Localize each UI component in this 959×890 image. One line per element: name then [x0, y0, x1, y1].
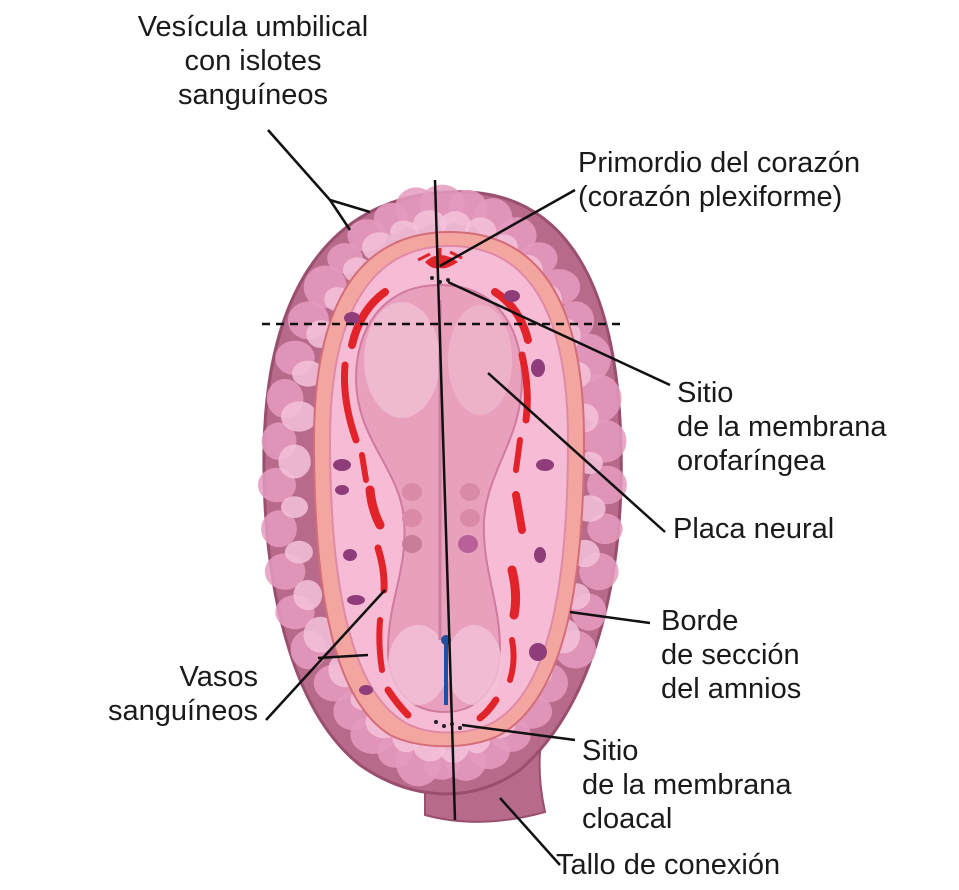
label-cloacal-line-1: Sitio [582, 735, 639, 767]
label-yolk-sac-line-1: Vesícula umbilical [137, 11, 369, 43]
blood-island [281, 496, 308, 518]
label-heart: Primordio del corazón (corazón plexiform… [578, 146, 860, 214]
label-blood-vessels-line-2: sanguíneos [108, 695, 258, 727]
label-yolk-sac-line-2: con islotes [184, 45, 322, 77]
label-oropharyngeal: Sitio de la membrana orofaríngea [677, 376, 887, 478]
label-oropharyngeal-line-3: orofaríngea [677, 445, 826, 477]
blood-island [439, 211, 471, 237]
cranial-highlight [364, 302, 440, 418]
label-amnion-border-line-2: de sección [661, 639, 800, 671]
label-neural-plate-line-1: Placa neural [673, 513, 835, 545]
label-cloacal-line-2: de la membrana [582, 769, 792, 801]
label-heart-line-1: Primordio del corazón [578, 147, 861, 179]
blood-island [293, 580, 323, 611]
leader-oropharyngeal [447, 280, 671, 387]
label-oropharyngeal-line-1: Sitio [677, 377, 734, 409]
blood-island [292, 360, 324, 387]
label-oropharyngeal-line-2: de la membrana [677, 411, 887, 443]
leader-stalk [499, 797, 561, 866]
somites-group [402, 483, 480, 553]
label-yolk-sac: Vesícula umbilical con islotes sanguíneo… [108, 10, 398, 112]
blood-island [587, 513, 623, 545]
blood-vessels-group [341, 288, 532, 722]
label-heart-line-2: (corazón plexiforme) [578, 181, 843, 213]
leader-vessels [265, 589, 386, 721]
blood-island [257, 467, 297, 503]
label-blood-vessels: Vasos sanguíneos [80, 660, 258, 728]
label-amnion-border-line-3: del amnios [661, 673, 802, 705]
label-blood-vessels-line-1: Vasos [179, 661, 258, 693]
leader-yolk-sac-2 [328, 199, 352, 231]
midline-axis [433, 179, 457, 821]
label-cloacal: Sitio de la membrana cloacal [582, 734, 792, 836]
label-neural-plate: Placa neural [673, 512, 834, 546]
leader-lines [265, 129, 671, 866]
leader-neural-plate [487, 372, 666, 533]
label-amnion-border: Borde de sección del amnios [661, 604, 801, 706]
cranial-highlight-right [448, 305, 512, 415]
label-stalk-line-1: Tallo de conexión [556, 849, 781, 881]
caudal-lobe-left [388, 625, 448, 705]
blood-island [261, 510, 297, 548]
leader-heart [439, 188, 576, 268]
label-cloacal-line-3: cloacal [582, 803, 673, 835]
blood-island [587, 465, 627, 505]
blood-island [583, 419, 627, 463]
caudal-lobe-right [446, 625, 502, 705]
leader-yolk-sac [267, 129, 371, 214]
leader-cloacal [461, 723, 576, 742]
blood-island [278, 444, 311, 479]
leader-amnion [569, 610, 651, 625]
label-amnion-border-line-1: Borde [661, 605, 739, 637]
purple-vessels-group [333, 290, 554, 695]
blood-island [281, 401, 318, 432]
leader-vessels-2 [317, 653, 369, 660]
label-stalk: Tallo de conexión [556, 848, 780, 882]
label-yolk-sac-line-3: sanguíneos [178, 79, 328, 111]
blood-island [412, 210, 447, 238]
blood-island [284, 540, 313, 564]
